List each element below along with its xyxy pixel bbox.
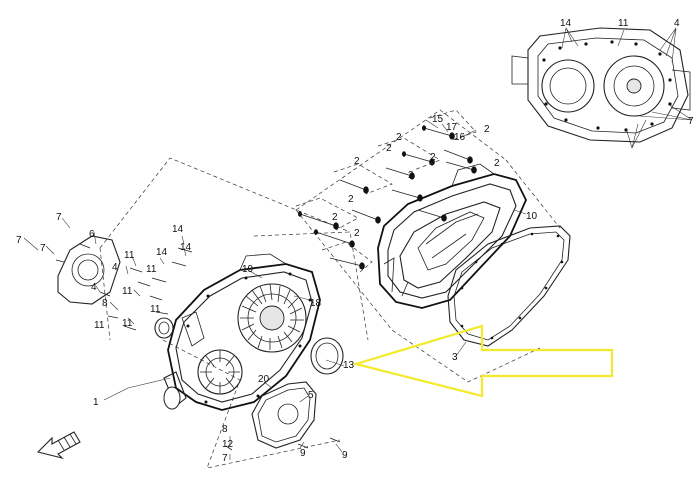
label-3: 3 xyxy=(452,352,458,363)
inset-assembled-view xyxy=(511,27,693,149)
small-screws xyxy=(55,243,341,451)
label-15: 15 xyxy=(432,114,444,125)
label-5: 5 xyxy=(308,390,314,401)
label-7-c: 7 xyxy=(40,243,46,254)
label-2-i: 2 xyxy=(332,212,338,223)
label-14-a: 14 xyxy=(156,247,168,258)
label-2-a: 2 xyxy=(396,132,402,143)
label-11-g: 11 xyxy=(618,18,629,29)
label-11-c: 11 xyxy=(124,250,135,261)
label-2-d: 2 xyxy=(408,170,414,181)
label-2-j: 2 xyxy=(354,228,360,239)
label-7-d: 7 xyxy=(222,453,228,464)
label-6: 6 xyxy=(89,229,95,240)
label-4-b: 4 xyxy=(91,282,97,293)
cover-bolts xyxy=(299,127,475,267)
label-7-a: 7 xyxy=(16,235,22,246)
label-1: 1 xyxy=(93,397,99,408)
label-14-d: 14 xyxy=(560,18,572,29)
front-direction-arrow-icon xyxy=(36,431,81,460)
label-11-d: 11 xyxy=(122,286,133,297)
label-2-f: 2 xyxy=(484,124,490,135)
label-19: 19 xyxy=(242,264,254,275)
label-2-b: 2 xyxy=(386,143,392,154)
label-9-a: 9 xyxy=(300,448,306,459)
cover-gasket xyxy=(447,225,571,347)
label-14-c: 14 xyxy=(180,242,192,253)
label-4-a: 4 xyxy=(112,262,118,273)
label-2-c: 2 xyxy=(354,156,360,167)
label-11-f: 11 xyxy=(150,304,161,315)
label-20: 20 xyxy=(258,374,270,385)
label-2-h: 2 xyxy=(348,194,354,205)
label-10: 10 xyxy=(526,211,538,222)
callout-labels: 1 7 7 7 6 4 4 8 11 11 11 11 11 11 14 14 … xyxy=(16,18,694,464)
label-14-b: 14 xyxy=(172,224,184,235)
highlight-arrow xyxy=(351,324,614,398)
label-7-e: 7 xyxy=(688,116,694,127)
oil-seal xyxy=(154,317,174,339)
label-7-b: 7 xyxy=(56,212,62,223)
label-18: 18 xyxy=(310,298,322,309)
label-12: 12 xyxy=(222,439,234,450)
inner-cvt-housing xyxy=(163,253,321,411)
label-4-c: 4 xyxy=(674,18,680,29)
label-11-a: 11 xyxy=(94,320,105,331)
bearing-plate xyxy=(57,235,121,305)
label-2-g: 2 xyxy=(494,158,500,169)
label-2-e: 2 xyxy=(430,152,436,163)
label-17: 17 xyxy=(446,122,458,133)
round-gasket xyxy=(310,337,344,375)
label-13: 13 xyxy=(343,360,355,371)
label-16: 16 xyxy=(454,132,466,143)
assembly-frames xyxy=(99,109,561,469)
label-8-b: 8 xyxy=(222,424,228,435)
label-11-b: 11 xyxy=(122,318,133,329)
label-11-e: 11 xyxy=(146,264,157,275)
cvt-outer-cover xyxy=(377,163,527,309)
small-cover-plate xyxy=(251,381,317,449)
label-9-b: 9 xyxy=(342,450,348,461)
leader-lines xyxy=(23,119,527,460)
label-8-a: 8 xyxy=(102,298,108,309)
bolt-callout-frames xyxy=(295,109,477,273)
